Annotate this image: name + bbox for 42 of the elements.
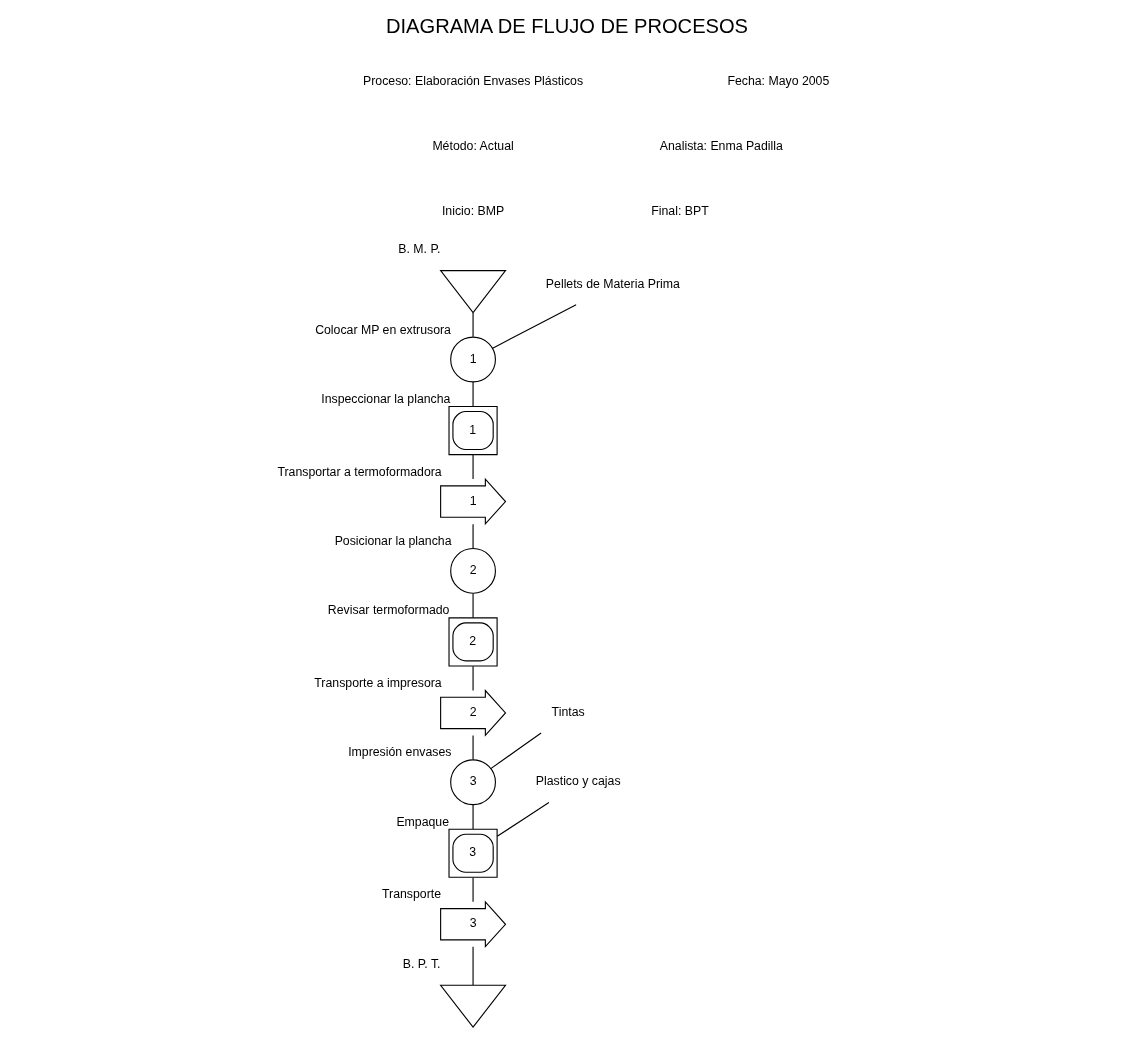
connector [472, 592, 474, 619]
node-box: 3 [448, 828, 498, 878]
label: Inicio: BMP [441, 204, 505, 219]
connector [472, 735, 474, 761]
node-text: Plastico y cajas [535, 774, 621, 789]
node-label: B. P. T. [402, 956, 441, 971]
node-label: Revisar termoformado [327, 603, 450, 618]
connector [472, 804, 474, 830]
node-label: Transporte a impresora [314, 675, 442, 690]
node-label: Empaque [396, 814, 450, 829]
node-box: 1 [448, 405, 498, 456]
node-triangle [439, 270, 507, 314]
connector [490, 732, 542, 770]
node-label: Impresión envases [348, 745, 452, 760]
node-label: Inspeccionar la plancha [321, 391, 451, 406]
connector [472, 665, 474, 691]
label: Final: BPT [651, 204, 709, 219]
connector [472, 946, 474, 986]
diagram-title: DIAGRAMA DE FLUJO DE PROCESOS [385, 15, 749, 38]
connector [472, 312, 474, 338]
connector [472, 454, 474, 480]
connector [492, 304, 577, 349]
node-label: Posicionar la plancha [334, 533, 452, 548]
label: Analista: Enma Padilla [659, 139, 783, 154]
node-label: Transporte [382, 887, 442, 902]
connector [472, 381, 474, 407]
connector [496, 801, 550, 837]
connector [472, 523, 474, 549]
node-circle: 2 [450, 547, 496, 594]
node-label: B. M. P. [398, 242, 441, 257]
label: Método: Actual [432, 139, 514, 154]
label: Proceso: Elaboración Envases Plásticos [363, 74, 584, 89]
node-box: 2 [448, 617, 498, 667]
node-label: Transportar a termoformadora [277, 464, 442, 479]
node-text: Tintas [551, 705, 585, 720]
connector [472, 877, 474, 903]
node-label: Colocar MP en extrusora [315, 322, 451, 337]
label: Fecha: Mayo 2005 [727, 74, 830, 89]
node-triangle [439, 984, 507, 1029]
node-circle: 3 [450, 759, 496, 806]
node-text: Pellets de Materia Prima [545, 276, 680, 291]
node-circle: 1 [450, 336, 496, 383]
